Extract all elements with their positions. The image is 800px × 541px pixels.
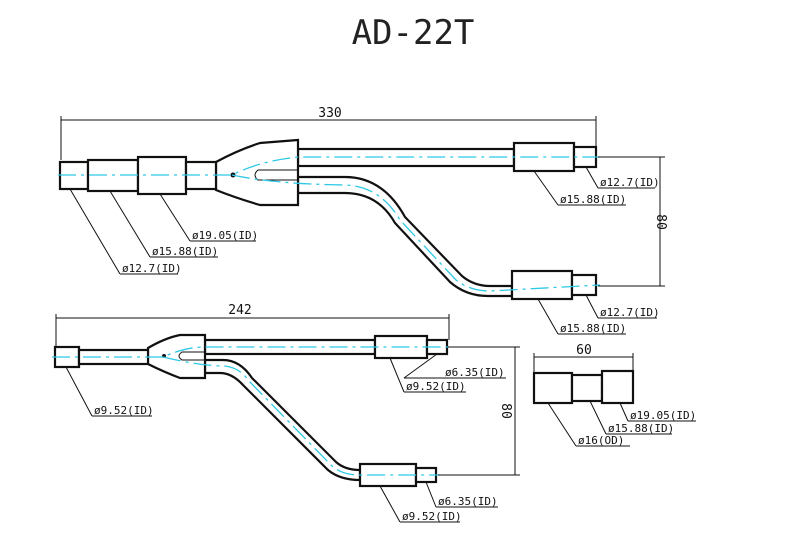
reducer-fitting [532,369,635,405]
drawing-title: AD-22T [352,13,475,53]
small-height-dimension: 80 [498,403,513,419]
large-label-19-05: ø19.05(ID) [192,229,258,242]
reducer-mid-section [570,373,604,403]
reducer-label-16-od: ø16(OD) [578,434,624,447]
small-length-dimension: 242 [228,303,251,318]
large-fork-slot [254,169,298,181]
large-dimensions: 330 80 [60,106,668,287]
large-length-dimension: 330 [318,106,341,121]
small-upper-label-6-35: ø6.35(ID) [445,366,505,379]
large-lower-label-15-88: ø15.88(ID) [560,322,626,335]
reducer-length-dimension: 60 [576,343,592,358]
small-y-body [146,333,207,380]
large-label-12-7: ø12.7(ID) [122,262,182,275]
large-upper-label-12-7: ø12.7(ID) [600,176,660,189]
large-branch-pipe [58,138,601,301]
large-y-body [214,138,300,207]
large-lower-label-12-7: ø12.7(ID) [600,306,660,319]
small-fork-slot [178,351,205,361]
reducer-labels: ø19.05(ID) ø15.88(ID) ø16(OD) [547,400,696,447]
small-lower-label-6-35: ø6.35(ID) [438,495,498,508]
small-lower-label-9-52: ø9.52(ID) [402,510,462,523]
large-lower-outlet-sleeve [510,269,574,301]
reducer-end-section [600,369,635,405]
reducer-dimensions: 60 [533,343,634,372]
large-labels: ø19.05(ID) ø15.88(ID) ø12.7(ID) ø12.7(ID… [69,166,660,335]
large-upper-label-15-88: ø15.88(ID) [560,193,626,206]
large-height-dimension: 80 [653,214,668,230]
small-centerline-main [52,346,450,358]
large-lower-branch-tube [296,175,514,298]
large-label-15-88: ø15.88(ID) [152,245,218,258]
small-inlet-label-9-52: ø9.52(ID) [94,404,154,417]
small-labels: ø9.52(ID) ø6.35(ID) ø9.52(ID) ø6.35(ID) … [65,353,506,523]
small-dimensions: 242 80 [55,303,520,476]
large-centerline-branch [231,174,601,292]
small-centerline-branch [162,356,440,476]
small-upper-label-9-52: ø9.52(ID) [406,380,466,393]
small-lower-branch-tube [203,358,362,482]
large-lower-outlet-stub [570,273,598,297]
reducer-od-section [532,371,574,405]
small-branch-pipe [52,333,450,488]
reducer-label-19-05: ø19.05(ID) [630,409,696,422]
reducer-label-15-88: ø15.88(ID) [608,422,674,435]
